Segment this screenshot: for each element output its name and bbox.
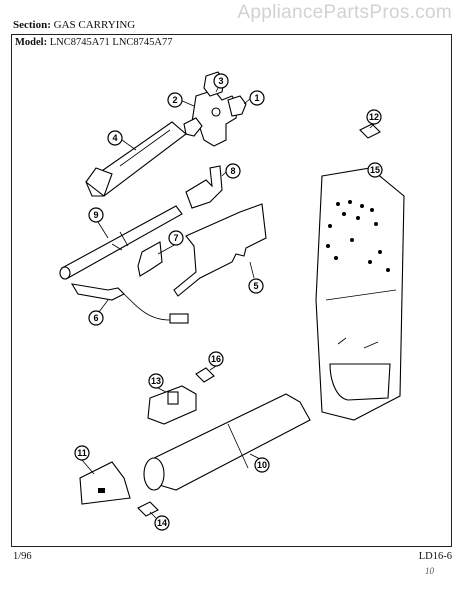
section-label: Section: <box>13 19 51 31</box>
combustion-tube-part <box>143 393 311 491</box>
tube-bracket-part <box>79 461 131 505</box>
svg-text:4: 4 <box>112 133 117 143</box>
callout-8: 8 <box>225 163 241 179</box>
svg-text:2: 2 <box>172 95 177 105</box>
mounting-bracket-part <box>173 203 267 297</box>
svg-text:10: 10 <box>257 460 267 470</box>
svg-text:6: 6 <box>93 313 98 323</box>
clip-part-16 <box>195 367 215 383</box>
callout-4: 4 <box>107 130 123 146</box>
callout-6: 6 <box>88 310 104 326</box>
callout-7: 7 <box>168 230 184 246</box>
clip-part-12 <box>359 123 381 139</box>
svg-text:8: 8 <box>230 166 235 176</box>
burner-bracket-part <box>147 385 197 425</box>
svg-text:7: 7 <box>173 233 178 243</box>
svg-text:12: 12 <box>369 112 379 122</box>
svg-text:15: 15 <box>370 165 380 175</box>
diagram-sheet <box>11 34 452 547</box>
callout-9: 9 <box>88 207 104 223</box>
svg-text:16: 16 <box>211 354 221 364</box>
igniter-part <box>70 283 189 324</box>
model-values: LNC8745A71 LNC8745A77 <box>49 37 173 48</box>
burner-tube-part <box>85 121 187 197</box>
svg-text:5: 5 <box>253 281 258 291</box>
svg-text:3: 3 <box>218 76 223 86</box>
callout-15: 15 <box>367 162 383 178</box>
gas-pipe-part <box>59 205 183 280</box>
callout-11: 11 <box>74 445 90 461</box>
footer-date: 1/96 <box>13 551 32 562</box>
section-value: GAS CARRYING <box>53 19 136 31</box>
small-bracket-part <box>137 241 163 277</box>
callout-2: 2 <box>167 92 183 108</box>
elbow-part <box>185 165 223 209</box>
callout-group: 1 2 3 4 6 7 8 9 10 11 12 13 14 15 16 5 <box>74 73 383 531</box>
svg-text:9: 9 <box>93 210 98 220</box>
svg-text:1: 1 <box>254 93 259 103</box>
callout-16: 16 <box>208 351 224 367</box>
svg-text:13: 13 <box>151 376 161 386</box>
callout-5: 5 <box>248 278 264 294</box>
callout-12: 12 <box>366 109 382 125</box>
callout-13: 13 <box>148 373 164 389</box>
svg-text:11: 11 <box>77 448 87 458</box>
callout-1: 1 <box>249 90 265 106</box>
clip-part-14 <box>137 501 159 517</box>
model-label: Model: <box>15 37 48 48</box>
model-line: Model: LNC8745A71 LNC8745A77 <box>15 37 173 48</box>
callout-3: 3 <box>213 73 229 89</box>
svg-text:14: 14 <box>157 518 167 528</box>
callout-10: 10 <box>254 457 270 473</box>
section-heading: Section: GAS CARRYING <box>13 19 135 31</box>
callout-14: 14 <box>154 515 170 531</box>
panel-holes <box>326 200 390 349</box>
footer-handwritten-note: 10 <box>425 566 434 576</box>
footer-page-code: LD16-6 <box>418 551 452 562</box>
side-panel-part <box>315 167 405 421</box>
watermark: AppliancePartsPros.com <box>237 2 452 23</box>
